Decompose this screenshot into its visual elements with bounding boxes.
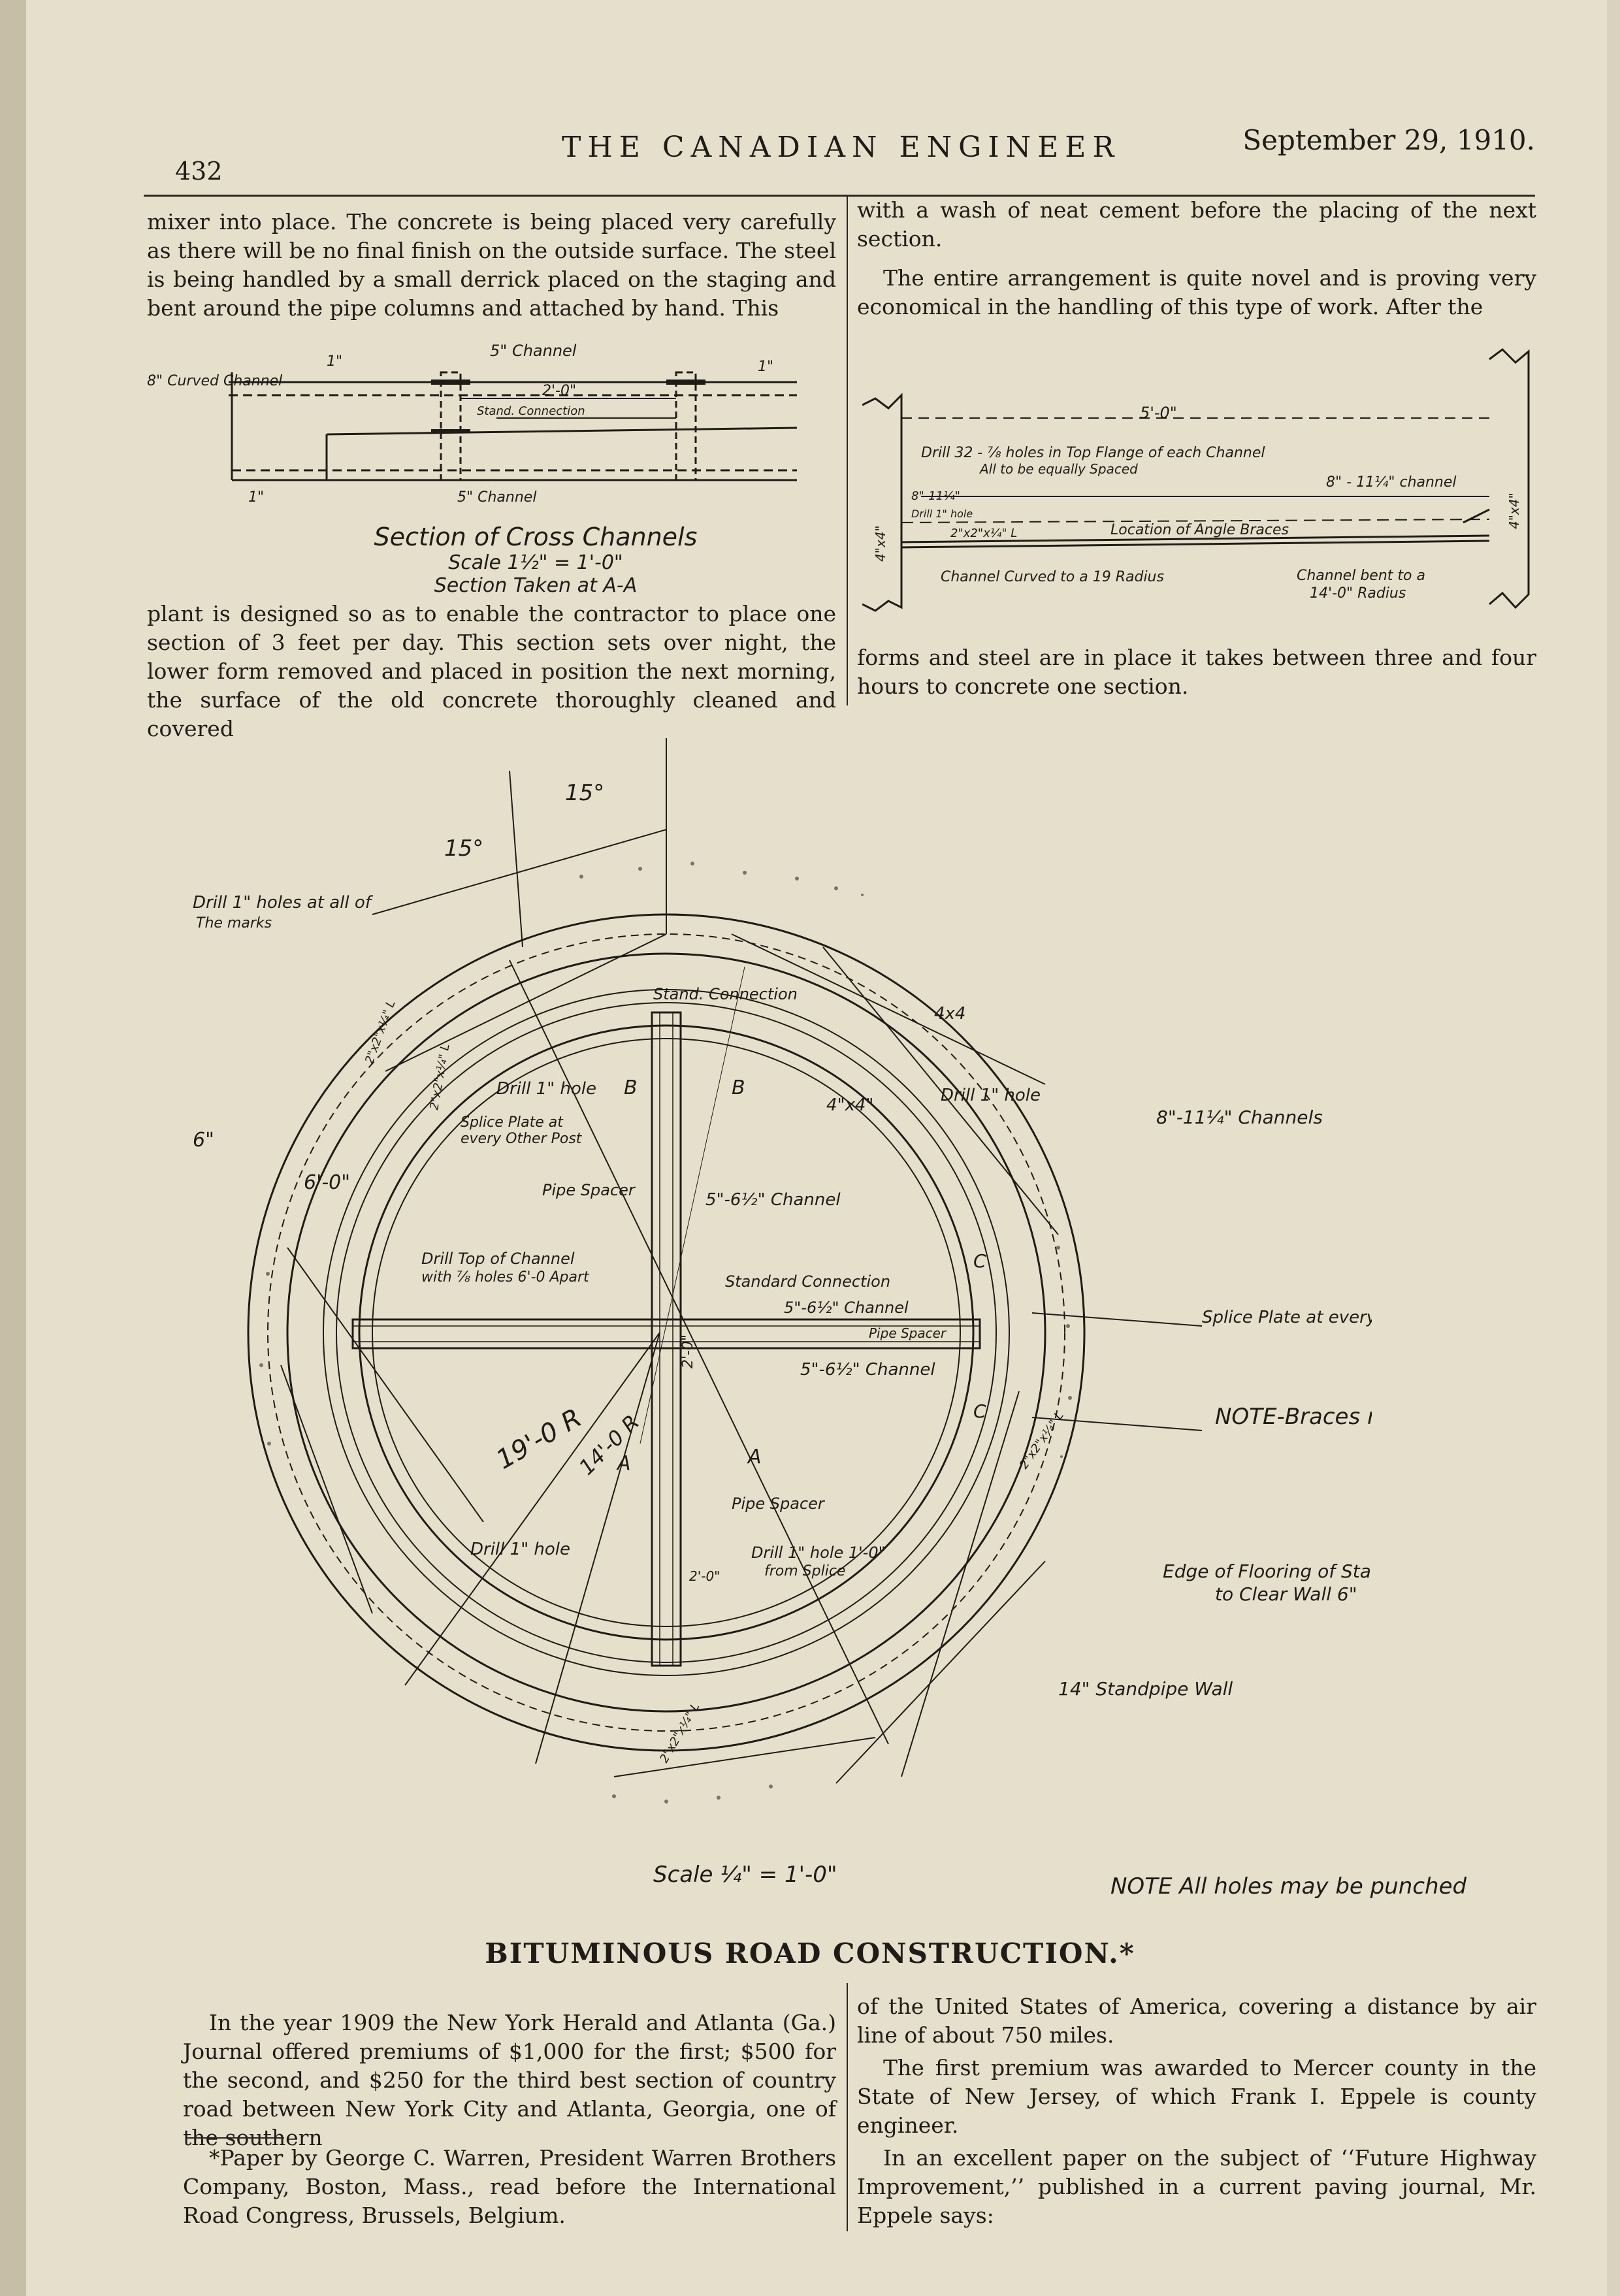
label-drill-hole: Drill 1" hole xyxy=(911,508,973,520)
caption-scale: Scale 1½" = 1'-0" xyxy=(448,551,623,574)
page-header: 432 THE CANADIAN ENGINEER September 29, … xyxy=(144,124,1535,196)
article-footnote: *Paper by George C. Warren, President Wa… xyxy=(183,2144,836,2230)
label-drill-hole-2: Drill 1" hole xyxy=(941,1086,1041,1105)
right-paragraphs-top: with a wash of neat cement before the pl… xyxy=(857,196,1536,321)
label-4x4-left: 4"x4" xyxy=(873,525,888,562)
label-1-bottom: 1" xyxy=(248,489,264,503)
label-stand-connection: Stand. Connection xyxy=(653,985,798,1003)
label-4x4-top: 4x4 xyxy=(934,1004,965,1024)
label-c1: C xyxy=(973,1250,986,1272)
footnote-rule xyxy=(186,2137,284,2139)
cross-channel-caption: Section of Cross Channels Scale 1½" = 1'… xyxy=(327,523,745,597)
label-pipe-spacer-1: Pipe Spacer xyxy=(542,1181,636,1199)
label-from-splice: from Splice xyxy=(764,1563,845,1579)
label-angle-1: 2"x2"x¼" L xyxy=(427,1043,452,1111)
label-drill-hole-3: Drill 1" hole xyxy=(470,1540,570,1559)
article-left-column: In the year 1909 the New York Herald and… xyxy=(183,2009,836,2152)
label-2-0: 2'-0" xyxy=(542,383,576,399)
column-divider xyxy=(847,196,848,705)
plan-note-holes: NOTE All holes may be punched xyxy=(1110,1873,1467,1900)
article-right-paragraph-2: The first premium was awarded to Mercer … xyxy=(857,2055,1536,2138)
label-drill-hole-4: Drill 1" hole 1'-0" xyxy=(751,1544,886,1562)
cross-channel-section-drawing: 5" Channel 8" Curved Channel 1" 1" 2'-0"… xyxy=(147,342,798,503)
book-spine xyxy=(0,0,27,2296)
caption-title: Section of Cross Channels xyxy=(374,523,698,551)
article-right-paragraph-1: of the United States of America, coverin… xyxy=(857,1994,1536,2048)
label-bent-2: 14'-0" Radius xyxy=(1310,585,1406,602)
label-edge-2: to Clear Wall 6" xyxy=(1215,1583,1357,1605)
article-left-paragraph: In the year 1909 the New York Herald and… xyxy=(183,2010,836,2150)
issue-date: September 29, 1910. xyxy=(1242,124,1535,156)
label-drill-top-1: Drill Top of Channel xyxy=(421,1250,575,1268)
standpipe-plan-drawing: 15° 15° Drill 1" holes at all of The mar… xyxy=(193,738,1372,1803)
label-5-channel-bottom: 5" Channel xyxy=(457,489,536,503)
label-pipe-spacer-3: Pipe Spacer xyxy=(732,1495,826,1513)
label-2-0: 2'-0" xyxy=(680,1334,696,1368)
right-paragraph-1: with a wash of neat cement before the pl… xyxy=(857,197,1536,251)
label-drill-hole-1: Drill 1" hole xyxy=(496,1079,596,1099)
label-curved: Channel Curved to a 19 Radius xyxy=(941,569,1164,585)
label-standard-connection: Standard Connection xyxy=(725,1272,890,1291)
label-8-11: 8"-11¼" xyxy=(911,489,960,503)
angle-15-a: 15° xyxy=(565,780,604,806)
header-rule xyxy=(144,195,1535,197)
article-right-paragraph-3: In an excellent paper on the subject of … xyxy=(857,2145,1536,2228)
left-paragraph-bottom: plant is designed so as to enable the co… xyxy=(147,601,836,741)
right-paragraph-2: The entire arrangement is quite novel an… xyxy=(857,265,1536,319)
label-drill-top-2: with ⅞ holes 6'-0 Apart xyxy=(421,1269,590,1285)
label-drill-holes: Drill 32 - ⅞ holes in Top Flange of each… xyxy=(921,445,1265,461)
label-8-channel: 8" - 11¼" channel xyxy=(1326,474,1457,491)
label-5-6-channel-1: 5"-6½" Channel xyxy=(705,1190,841,1210)
label-a2: A xyxy=(747,1446,762,1468)
label-2-0-b: 2'-0" xyxy=(689,1568,720,1584)
label-14-0-r: 14'-0 R xyxy=(574,1410,644,1479)
angle-15-b: 15° xyxy=(444,835,483,862)
footnote-text: *Paper by George C. Warren, President Wa… xyxy=(183,2145,836,2228)
label-drill-marks-2: The marks xyxy=(196,915,272,931)
article-right-column: of the United States of America, coverin… xyxy=(857,1992,1536,2230)
article-heading: BITUMINOUS ROAD CONSTRUCTION.* xyxy=(485,1937,1135,1969)
channel-elevation-drawing: 5'-0" Drill 32 - ⅞ holes in Top Flange o… xyxy=(862,348,1530,612)
label-bent: Channel bent to a xyxy=(1297,568,1425,584)
label-splice-right: Splice Plate at every Other Post xyxy=(1202,1308,1372,1327)
caption-section: Section Taken at A-A xyxy=(434,574,638,597)
journal-title: THE CANADIAN ENGINEER xyxy=(562,131,1121,164)
left-paragraph-top: mixer into place. The concrete is being … xyxy=(147,209,836,321)
label-b2: B xyxy=(732,1076,745,1099)
label-1-right: 1" xyxy=(758,359,773,375)
label-splice-2: every Other Post xyxy=(461,1131,583,1147)
label-stand-connection: Stand. Connection xyxy=(477,404,585,418)
label-4x4-right: 4"x4" xyxy=(1506,493,1522,529)
label-equally-spaced: All to be equally Spaced xyxy=(979,461,1138,477)
label-6-0: 6'-0" xyxy=(304,1171,350,1194)
label-4x4: 4"x4" xyxy=(826,1095,873,1115)
label-pipe-spacer-2: Pipe Spacer xyxy=(869,1325,947,1341)
label-splice-1: Splice Plate at xyxy=(461,1114,564,1131)
label-angle-braces: Location of Angle Braces xyxy=(1110,522,1289,538)
label-note-braces: NOTE-Braces not to join at posts xyxy=(1215,1404,1372,1430)
label-5-6-channel-2: 5"-6½" Channel xyxy=(784,1299,909,1317)
label-8-channels: 8"-11¼" Channels xyxy=(1156,1107,1323,1128)
label-curved-channel: 8" Curved Channel xyxy=(147,373,282,389)
label-angle: 2"x2"x¼" L xyxy=(950,526,1017,540)
label-edge-1: Edge of Flooring of Stage xyxy=(1163,1560,1372,1582)
label-5-6-channel-3: 5"-6½" Channel xyxy=(800,1360,935,1380)
label-5-0: 5'-0" xyxy=(1140,404,1177,422)
label-6: 6" xyxy=(193,1129,214,1152)
label-19-0-r: 19'-0 R xyxy=(491,1403,587,1476)
label-b1: B xyxy=(624,1076,638,1099)
label-5-channel-top: 5" Channel xyxy=(490,342,577,360)
label-a1: A xyxy=(616,1452,631,1475)
label-1-left: 1" xyxy=(327,353,342,370)
label-drill-marks: Drill 1" holes at all of xyxy=(193,893,374,913)
plan-scale: Scale ¼" = 1'-0" xyxy=(653,1862,837,1888)
label-standpipe-wall: 14" Standpipe Wall xyxy=(1058,1678,1233,1700)
label-c2: C xyxy=(973,1400,986,1422)
page-number: 432 xyxy=(175,157,223,186)
article-column-divider xyxy=(847,1983,848,2231)
right-paragraph-bottom: forms and steel are in place it takes be… xyxy=(857,645,1536,699)
